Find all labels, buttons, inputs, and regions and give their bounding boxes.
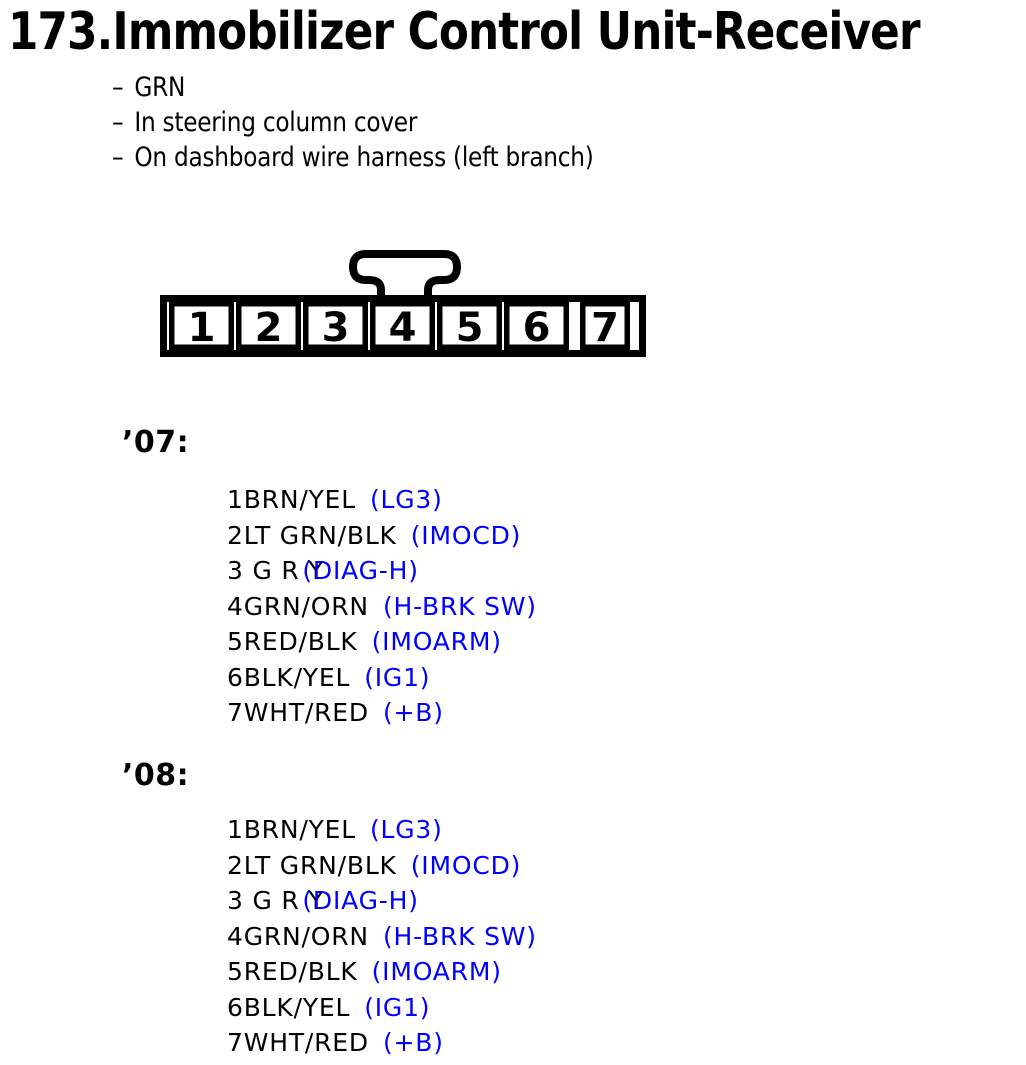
signal-name: (IMOARM)	[371, 627, 502, 656]
pin-cell	[504, 301, 569, 350]
bullet-item: –In steering column cover	[112, 105, 594, 140]
pin-row: 4GRN/ORN (H-BRK SW)	[227, 919, 537, 955]
pin-number: 3	[322, 305, 350, 351]
pin-cell	[580, 301, 630, 350]
pin-row: 3 G R Y(DIAG-H)	[227, 883, 537, 919]
pin-number: 1	[188, 305, 216, 351]
bullet-dash: –	[112, 72, 124, 103]
pin-cell	[437, 301, 502, 350]
signal-name: (IMOARM)	[371, 957, 502, 986]
signal-name: (IMOCD)	[410, 520, 522, 550]
bullet-text: In steering column cover	[134, 107, 418, 138]
pin-cell	[169, 301, 234, 350]
pin-row: 7WHT/RED (+B)	[227, 695, 537, 731]
wire-code: 5RED/BLK	[227, 957, 358, 986]
wire-code: 5RED/BLK	[227, 627, 358, 656]
signal-name: (IG1)	[364, 662, 431, 692]
pin-cell	[236, 301, 301, 350]
pin-row: 5RED/BLK (IMOARM)	[227, 624, 537, 660]
bullet-dash: –	[112, 142, 124, 173]
page-title: 173.Immobilizer Control Unit-Receiver	[8, 2, 921, 62]
wire-code: 4GRN/ORN	[227, 591, 369, 621]
connector-diagram: 1 2 3 4 5 6 7	[160, 250, 646, 357]
signal-name: (IG1)	[364, 992, 431, 1022]
pin-row: 5RED/BLK (IMOARM)	[227, 954, 537, 990]
pin-row: 7WHT/RED (+B)	[227, 1025, 537, 1061]
signal-name: (IMOCD)	[410, 850, 522, 880]
pin-row: 6BLK/YEL (IG1)	[227, 660, 537, 696]
signal-name: (+B)	[382, 698, 444, 727]
signal-name: (H-BRK SW)	[382, 921, 537, 951]
year-header-08: ’08:	[122, 758, 190, 793]
year-header-07: ’07:	[122, 425, 190, 460]
wire-code: 6BLK/YEL	[227, 992, 351, 1022]
pin-row: 2LT GRN/BLK (IMOCD)	[227, 518, 537, 554]
wire-code: 1BRN/YEL	[227, 815, 356, 844]
pin-row: 2LT GRN/BLK (IMOCD)	[227, 848, 537, 884]
pin-row: 3 G R Y(DIAG-H)	[227, 553, 537, 589]
signal-name: (LG3)	[369, 815, 443, 844]
pin-list-07: 1BRN/YEL (LG3) 2LT GRN/BLK (IMOCD) 3 G R Y…	[227, 482, 537, 731]
wire-code: 2LT GRN/BLK	[227, 520, 397, 550]
wire-code: 2LT GRN/BLK	[227, 850, 397, 880]
signal-name: (LG3)	[369, 485, 443, 514]
pin-number: 4	[389, 305, 417, 351]
bullet-item: –GRN	[112, 70, 594, 105]
wire-code: 4GRN/ORN	[227, 921, 369, 951]
pin-number: 7	[591, 305, 619, 351]
pin-list-08: 1BRN/YEL (LG3) 2LT GRN/BLK (IMOCD) 3 G R Y…	[227, 812, 537, 1061]
pin-cell	[303, 301, 368, 350]
wire-code: 3 G R Y	[227, 556, 325, 585]
pin-row: 6BLK/YEL (IG1)	[227, 990, 537, 1026]
pin-number: 5	[456, 305, 484, 351]
signal-name: (+B)	[382, 1028, 444, 1057]
pin-number: 2	[255, 305, 283, 351]
signal-name: (H-BRK SW)	[382, 591, 537, 621]
bullet-text: GRN	[134, 72, 186, 103]
signal-name: (DIAG-H)	[302, 556, 419, 585]
wire-code: 7WHT/RED	[227, 1028, 369, 1057]
bullet-dash: –	[112, 107, 124, 138]
pin-row: 1BRN/YEL (LG3)	[227, 812, 537, 848]
location-bullet-list: –GRN –In steering column cover –On dashb…	[112, 70, 594, 175]
wire-code: 1BRN/YEL	[227, 485, 356, 514]
bullet-item: –On dashboard wire harness (left branch)	[112, 140, 594, 175]
wire-code: 6BLK/YEL	[227, 662, 351, 692]
wire-code: 3 G R Y	[227, 886, 325, 915]
pin-cell	[370, 301, 435, 350]
pin-row: 4GRN/ORN (H-BRK SW)	[227, 589, 537, 625]
bullet-text: On dashboard wire harness (left branch)	[134, 142, 594, 173]
signal-name: (DIAG-H)	[302, 886, 419, 915]
pin-row: 1BRN/YEL (LG3)	[227, 482, 537, 518]
pin-number: 6	[523, 305, 551, 351]
wire-code: 7WHT/RED	[227, 698, 369, 727]
